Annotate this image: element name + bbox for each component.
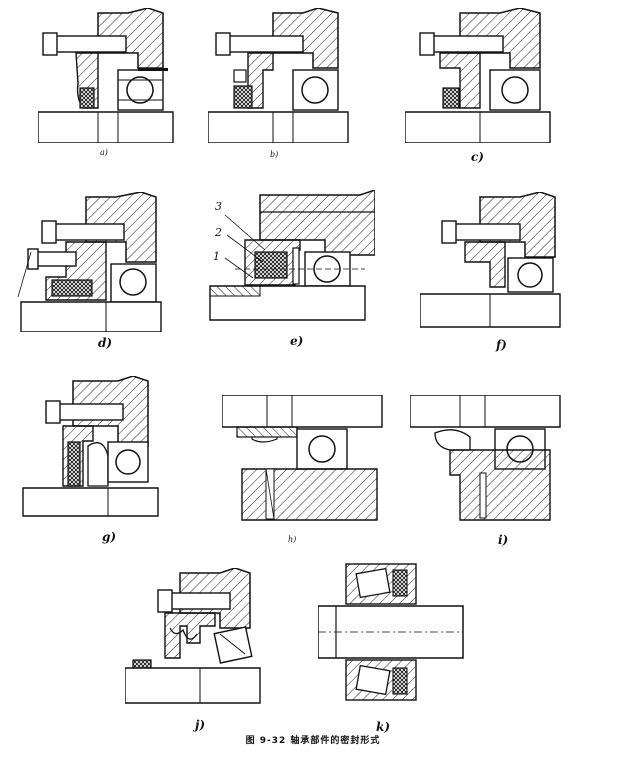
panel-label-b: b) [270,150,279,159]
panel-label-c: c) [471,150,484,164]
panel-b: b) [208,8,353,159]
part-number-2: 2 [215,226,222,239]
panel-g: g) [18,376,168,544]
bearing-seal-drawing-i [410,395,561,521]
bearing-seal-drawing-e [209,190,375,321]
panel-h: h) [222,395,387,544]
panel-k: k) [318,556,468,734]
panel-e: 3 2 1 e) [205,190,375,348]
panel-d: d) [16,192,166,350]
bearing-seal-drawing-b [208,8,349,143]
panel-label-f: f) [496,338,507,352]
bearing-seal-drawing-c [405,8,551,143]
panel-c: c) [405,8,555,164]
bearing-seal-drawing-d [17,192,162,332]
panel-label-d: d) [98,336,113,350]
bearing-seal-drawing-k [318,563,464,701]
panel-label-a: a) [100,148,108,157]
bearing-seal-drawing-g [22,376,159,517]
panel-label-j: j) [195,718,206,732]
panel-a: a) [38,8,178,157]
panel-f: f) [420,192,570,352]
figure-caption: 图 9-32 轴承部件的密封形式 [245,736,381,746]
panel-label-h: h) [288,535,297,544]
bearing-seal-drawing-f [420,192,561,328]
panel-label-i: i) [498,533,509,547]
panel-j: j) [125,568,265,732]
panel-label-k: k) [376,720,390,734]
bearing-seal-drawing-h [222,395,383,521]
panel-i: i) [410,395,570,547]
bearing-seal-drawing-j [125,568,261,704]
panel-label-g: g) [102,530,117,544]
panel-label-e: e) [290,334,304,348]
bearing-seal-drawing-a [38,8,174,143]
part-number-1: 1 [213,250,220,263]
part-number-3: 3 [215,200,222,213]
